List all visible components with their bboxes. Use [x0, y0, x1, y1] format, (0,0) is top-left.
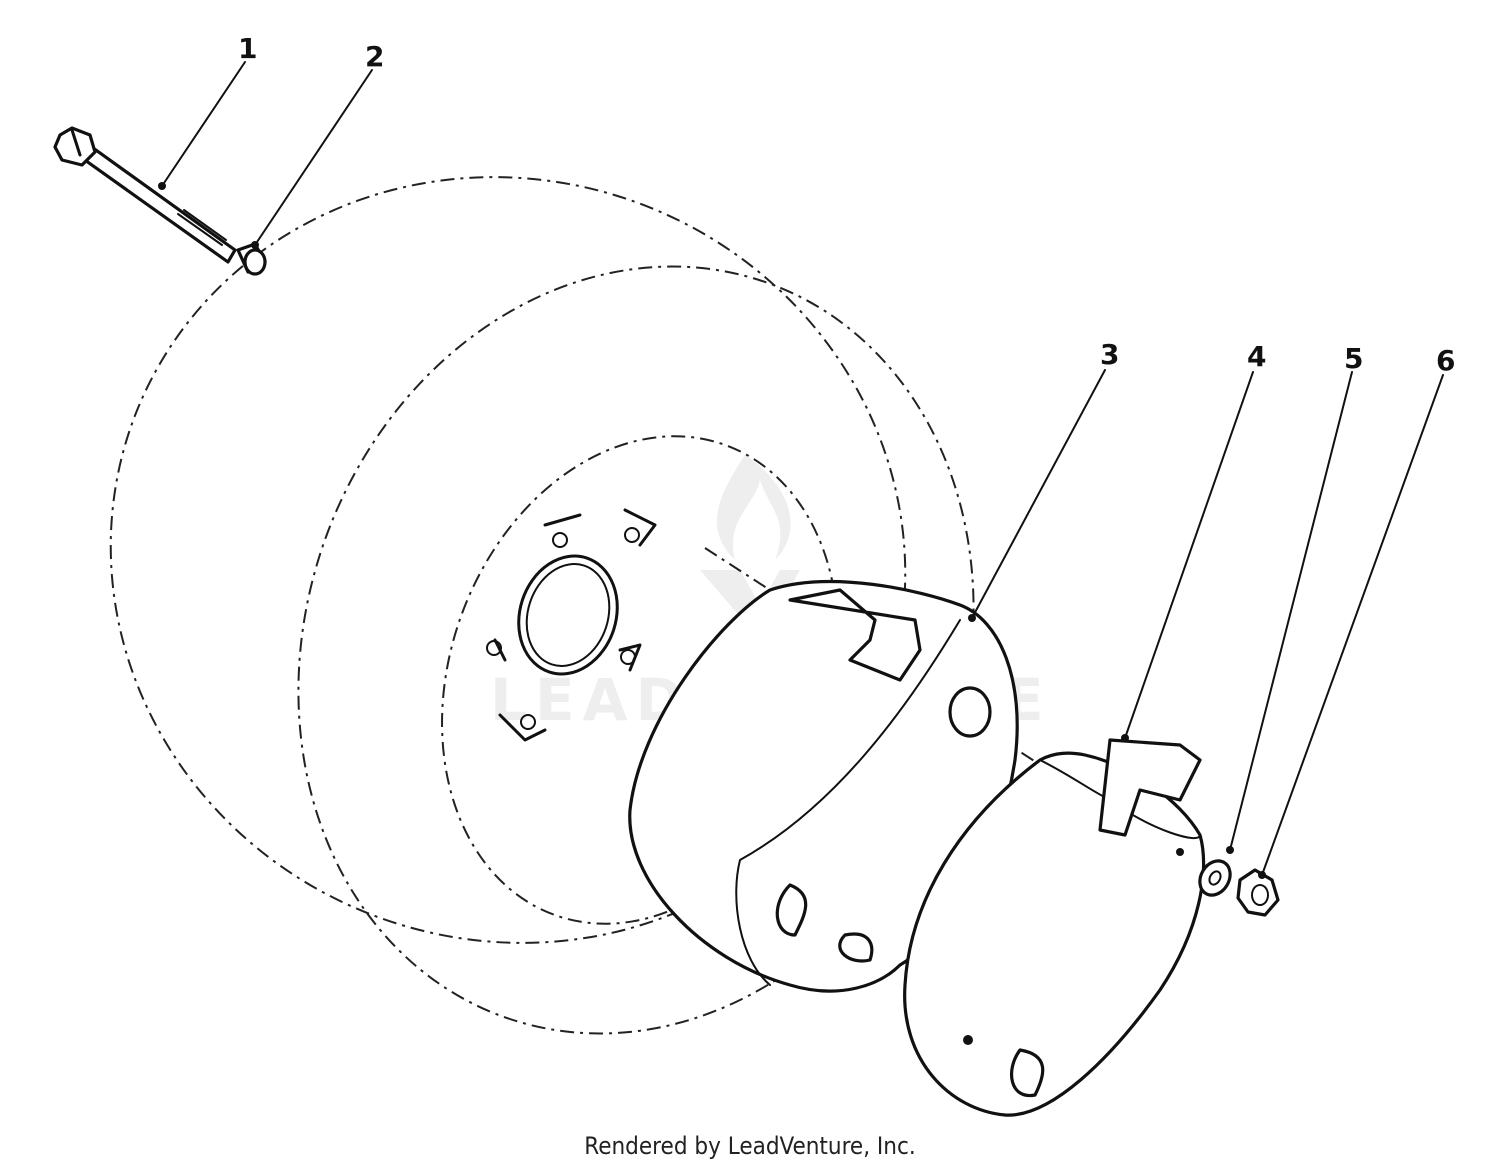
callout-6: 6: [1436, 344, 1455, 377]
callouts: 1 2 3 4 5 6: [238, 32, 1455, 377]
flame-logo-icon: [716, 455, 791, 560]
footer-credit: Rendered by LeadVenture, Inc.: [584, 1132, 916, 1160]
wheel-hub: [486, 508, 657, 742]
outer-weight: [903, 738, 1206, 1117]
inner-weight: [628, 580, 1019, 993]
washer: [1198, 859, 1232, 897]
callout-2: 2: [365, 40, 384, 73]
callout-5: 5: [1344, 342, 1363, 375]
callout-4: 4: [1247, 340, 1266, 373]
nut: [1236, 868, 1280, 917]
spacer: [236, 242, 267, 276]
leader-lines: [158, 61, 1444, 879]
callout-1: 1: [238, 32, 257, 65]
callout-3: 3: [1100, 338, 1119, 371]
bolt: [53, 126, 237, 264]
